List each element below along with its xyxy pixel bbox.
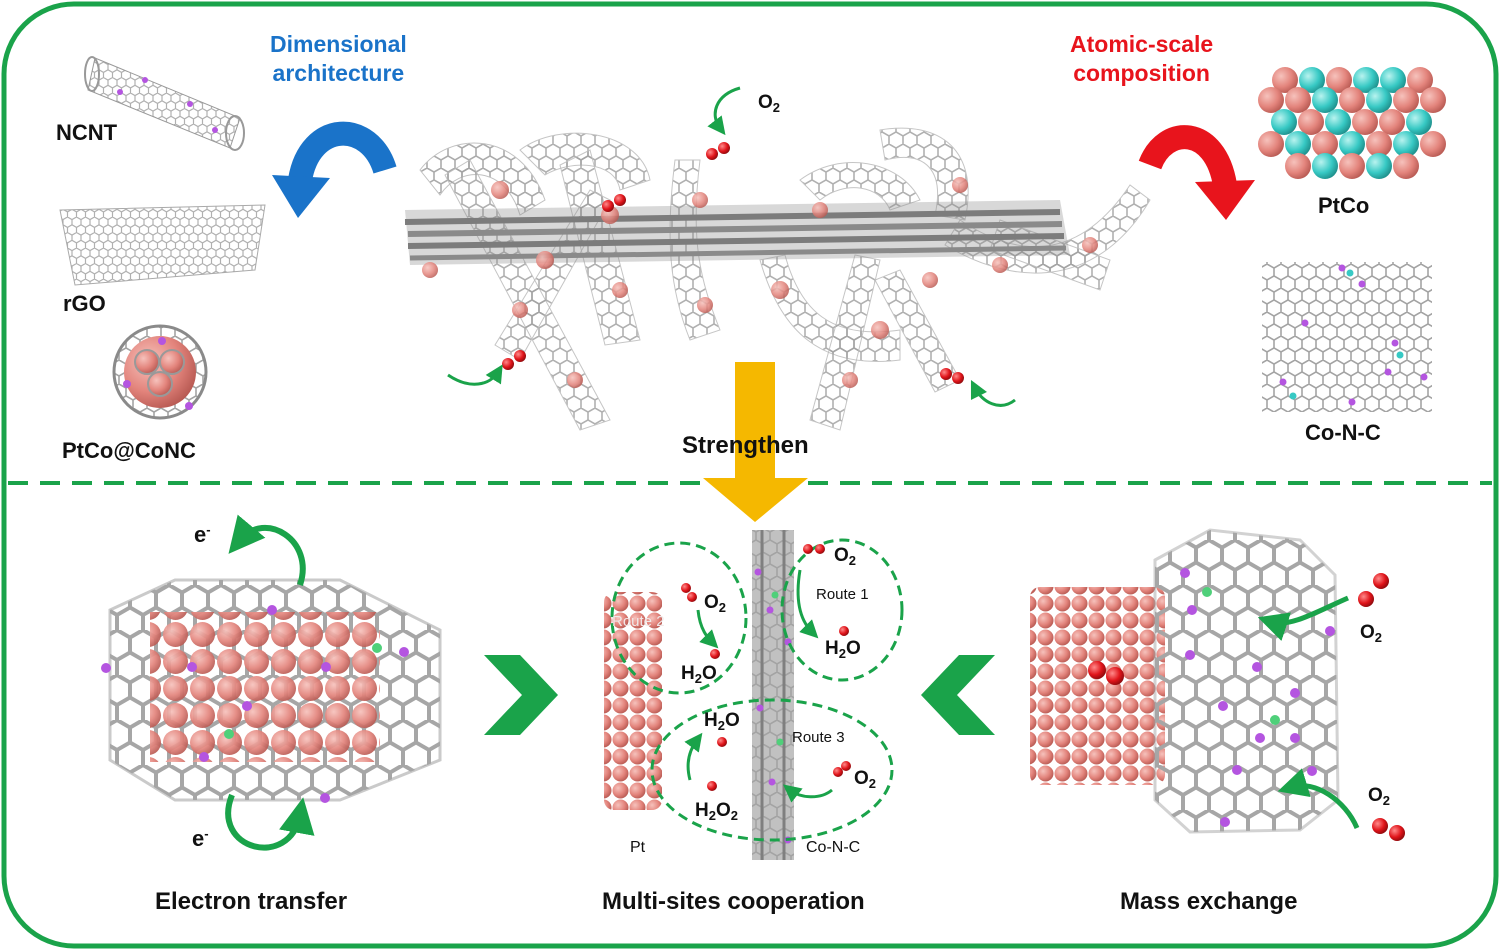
pt-atom xyxy=(1366,131,1392,157)
h2o-label-route3: H2O xyxy=(704,710,740,733)
mass-arrow-top xyxy=(1257,595,1349,641)
h2o2-label-route3: H2O2 xyxy=(695,800,738,823)
ptco-conc-label: PtCo@CoNC xyxy=(62,438,196,463)
pt-atom xyxy=(1420,131,1446,157)
atomic-title: Atomic-scale composition xyxy=(1070,31,1214,86)
pt-atom xyxy=(1379,109,1405,135)
strengthen-label: Strengthen xyxy=(682,432,809,459)
chevron-right-icon xyxy=(484,655,558,735)
route2-circle xyxy=(610,541,748,695)
rgo-sheet-illustration xyxy=(59,204,266,286)
conc-label-bottom: Co-N-C xyxy=(806,839,861,856)
multisites-molecules xyxy=(681,544,851,791)
o2-label-mass-top: O2 xyxy=(1360,622,1383,645)
route3-circle xyxy=(650,698,894,842)
conc-lattice-illustration xyxy=(1262,262,1432,412)
pt-atom xyxy=(1285,153,1311,179)
electron-label-bottom: e- xyxy=(192,826,209,851)
chevron-left-icon xyxy=(921,655,995,735)
co-atom xyxy=(1393,131,1419,157)
strengthen-arrow xyxy=(703,362,808,522)
electron-arrow-top xyxy=(228,514,306,586)
o2-label-route1: O2 xyxy=(834,545,857,568)
mass-exchange-label: Mass exchange xyxy=(1120,888,1298,915)
pt-atom xyxy=(1272,67,1298,93)
multisites-label: Multi-sites cooperation xyxy=(602,888,865,915)
ncnt-label: NCNT xyxy=(56,120,118,145)
pt-atom xyxy=(1326,67,1352,93)
o2-label-route3: O2 xyxy=(854,768,877,791)
o2-label-route2: O2 xyxy=(704,592,727,615)
dimensional-title: Dimensional architecture xyxy=(270,31,407,86)
atomic-curved-arrow xyxy=(1138,125,1255,220)
pt-label: Pt xyxy=(630,839,646,856)
ncnt-tube-illustration xyxy=(84,56,245,151)
electron-transfer-illustration xyxy=(101,578,442,803)
mass-arrow-bottom xyxy=(1277,768,1360,830)
h2o-label-route2: H2O xyxy=(681,663,717,686)
h2o-label-route1: H2O xyxy=(825,638,861,661)
ptco-alloy-illustration xyxy=(1258,67,1446,179)
ptco-label: PtCo xyxy=(1318,193,1370,218)
o2-label-top: O2 xyxy=(758,92,781,115)
co-atom xyxy=(1366,153,1392,179)
o2-label-mass-bottom: O2 xyxy=(1368,785,1391,808)
pt-atom xyxy=(1285,87,1311,113)
route3-arrow-up xyxy=(684,732,703,781)
route1-arrow xyxy=(796,569,819,639)
conc-label-top: Co-N-C xyxy=(1305,420,1381,445)
pt-atom xyxy=(1393,87,1419,113)
dimensional-curved-arrow xyxy=(272,121,397,218)
co-atom xyxy=(1339,131,1365,157)
o2-approach-arrow-left xyxy=(447,364,503,386)
electron-label-top: e- xyxy=(194,522,211,547)
route1-circle xyxy=(780,538,904,682)
route3-label: Route 3 xyxy=(792,729,845,746)
pt-atom xyxy=(1339,153,1365,179)
co-atom xyxy=(1312,87,1338,113)
pt-atom xyxy=(1420,87,1446,113)
pt-atom xyxy=(1312,131,1338,157)
route2-label: Route 2 xyxy=(612,613,665,630)
o2-approach-arrow-top xyxy=(707,86,741,136)
route2-arrow xyxy=(696,609,719,649)
co-atom xyxy=(1285,131,1311,157)
pt-atom xyxy=(1258,131,1284,157)
co-atom xyxy=(1366,87,1392,113)
electron-transfer-label: Electron transfer xyxy=(155,888,348,915)
route1-label: Route 1 xyxy=(816,586,869,603)
pt-atom xyxy=(1407,67,1433,93)
pt-atom xyxy=(1339,87,1365,113)
co-atom xyxy=(1380,67,1406,93)
pt-atom xyxy=(1352,109,1378,135)
o2-approach-arrow-right xyxy=(970,379,1016,407)
co-atom xyxy=(1299,67,1325,93)
co-atom xyxy=(1312,153,1338,179)
pt-atom xyxy=(1393,153,1419,179)
co-atom xyxy=(1406,109,1432,135)
electron-arrow-bottom xyxy=(225,793,315,851)
co-atom xyxy=(1353,67,1379,93)
mass-exchange-illustration xyxy=(1030,528,1405,841)
co-atom xyxy=(1271,109,1297,135)
pt-atom xyxy=(1298,109,1324,135)
pt-atom xyxy=(1258,87,1284,113)
ptco-conc-particle-illustration xyxy=(112,324,208,420)
rgo-label: rGO xyxy=(63,291,106,316)
co-atom xyxy=(1325,109,1351,135)
route3-arrow-in xyxy=(782,784,833,803)
composite-structure-illustration xyxy=(404,127,1151,431)
